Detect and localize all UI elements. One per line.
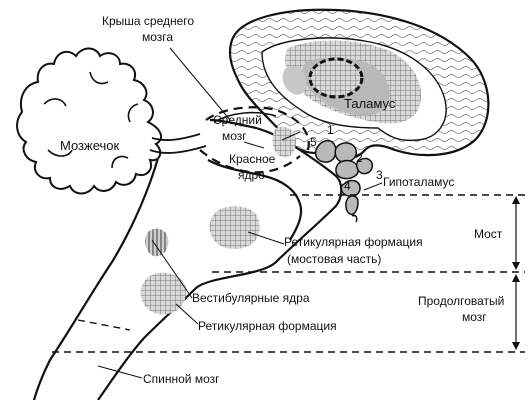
nucleus-number-1: 1 (327, 123, 334, 137)
cerebellum (16, 47, 207, 195)
nucleus-number-4: 4 (344, 179, 351, 193)
nucleus-numbers: 1 2 3 4 5 (310, 123, 383, 193)
spinal-cord-label: Спинной мозг (143, 372, 220, 386)
labels: Крыша среднего мозга Таламус Мозжечок Ср… (60, 14, 504, 386)
nucleus-number-2: 2 (356, 151, 363, 165)
roof-label-2: мозга (142, 30, 173, 44)
red-nucleus (272, 126, 296, 158)
level-lines (52, 194, 525, 353)
hypothalamus-label: Гипоталамус (383, 175, 454, 189)
nucleus-number-3: 3 (376, 168, 383, 182)
nucleus-number-5: 5 (310, 135, 317, 149)
red-nucleus-label-2: ядро (238, 168, 265, 182)
red-nucleus-label-1: Красное (229, 152, 276, 166)
reticular-formation (140, 272, 187, 315)
vestibular-label: Вестибулярные ядра (192, 291, 310, 305)
thalamus-region (282, 40, 421, 124)
reticular-pontine (209, 206, 260, 249)
hypothalamic-nuclei (314, 139, 374, 223)
pons-label: Мост (474, 227, 503, 241)
medulla-label-1: Продолговатый (418, 294, 504, 308)
reticular-label: Ретикулярная формация (198, 319, 337, 333)
leader-lines (97, 47, 383, 379)
cerebellum-label: Мозжечок (60, 138, 120, 153)
midbrain-roof (199, 106, 310, 174)
roof-label-1: Крыша среднего (102, 14, 194, 28)
reticular-pontine-label-1: Ретикулярная формация (284, 235, 423, 249)
reticular-pontine-label-2: (мостовая часть) (287, 252, 381, 266)
vestibular-nuclei (145, 228, 169, 257)
thalamus-label: Таламус (344, 96, 396, 111)
midbrain-label-1: Средний (213, 113, 262, 127)
medulla-label-2: мозг (462, 310, 487, 324)
midbrain-label-2: мозг (222, 129, 247, 143)
